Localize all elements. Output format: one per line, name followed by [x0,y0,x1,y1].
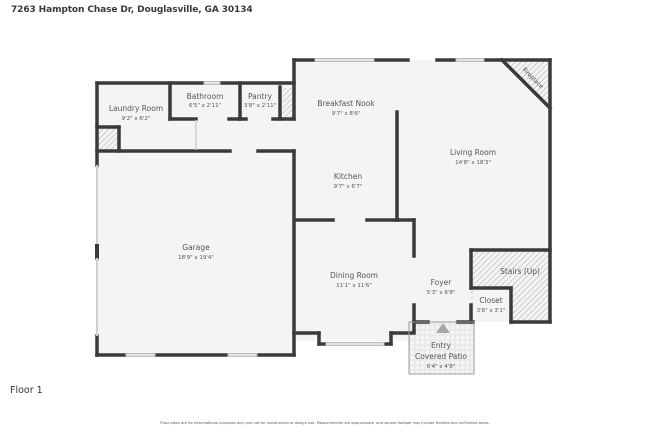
room-living-room: Living Room 14'8" x 18'3" [450,148,496,166]
svg-text:Bathroom: Bathroom [187,92,224,101]
walls [95,57,553,357]
svg-text:18'9" x 19'4": 18'9" x 19'4" [178,255,214,261]
svg-text:11'1" x 11'6": 11'1" x 11'6" [336,283,372,289]
room-stairs: Stairs (Up) [500,267,540,276]
svg-text:Stairs (Up): Stairs (Up) [500,267,540,276]
svg-text:Covered Patio: Covered Patio [415,352,467,361]
svg-text:9'7" x 6'7": 9'7" x 6'7" [334,184,363,190]
room-pantry: Pantry 3'8" x 2'11" [244,92,276,109]
svg-text:3'6" x 3'1": 3'6" x 3'1" [477,308,506,314]
entry-arrow-icon [436,323,450,333]
svg-text:6'4" x 4'8": 6'4" x 4'8" [427,364,456,370]
svg-text:Entry: Entry [431,341,452,350]
svg-text:Pantry: Pantry [248,92,273,101]
svg-text:Closet: Closet [479,296,502,305]
room-entry-covered-patio: Entry Covered Patio 6'4" x 4'8" [415,341,467,370]
svg-text:6'5" x 2'11": 6'5" x 2'11" [189,103,221,109]
room-dining-room: Dining Room 11'1" x 11'6" [330,271,378,289]
room-laundry: Laundry Room 9'2" x 6'2" [109,104,163,122]
svg-text:Garage: Garage [182,243,210,252]
svg-text:Kitchen: Kitchen [334,172,362,181]
svg-text:Dining Room: Dining Room [330,271,378,280]
room-kitchen: Kitchen 9'7" x 6'7" [334,172,363,190]
svg-text:5'3" x 6'8": 5'3" x 6'8" [427,290,456,296]
svg-text:Laundry Room: Laundry Room [109,104,163,113]
entry-patio-outline [408,321,475,375]
svg-text:9'2" x 6'2": 9'2" x 6'2" [122,116,151,122]
property-address: 7263 Hampton Chase Dr, Douglasville, GA … [11,5,253,15]
room-foyer: Foyer 5'3" x 6'8" [427,278,456,296]
disclaimer-text: Floor plans are for informational purpos… [160,421,490,425]
room-garage: Garage 18'9" x 19'4" [178,243,214,261]
room-closet: Closet 3'6" x 3'1" [477,296,506,314]
floor-fills [97,60,550,374]
floor-label: Floor 1 [10,385,43,396]
svg-text:Breakfast Nook: Breakfast Nook [317,99,375,108]
svg-text:3'8" x 2'11": 3'8" x 2'11" [244,103,276,109]
svg-text:Foyer: Foyer [431,278,453,287]
room-breakfast-nook: Breakfast Nook 9'7" x 8'6" [317,99,375,117]
garage-wall-segment [95,244,99,258]
svg-text:9'7" x 8'6": 9'7" x 8'6" [332,111,361,117]
windows [96,58,485,357]
svg-text:Living Room: Living Room [450,148,496,157]
room-bathroom: Bathroom 6'5" x 2'11" [187,92,224,109]
svg-text:14'8" x 18'3": 14'8" x 18'3" [455,160,491,166]
